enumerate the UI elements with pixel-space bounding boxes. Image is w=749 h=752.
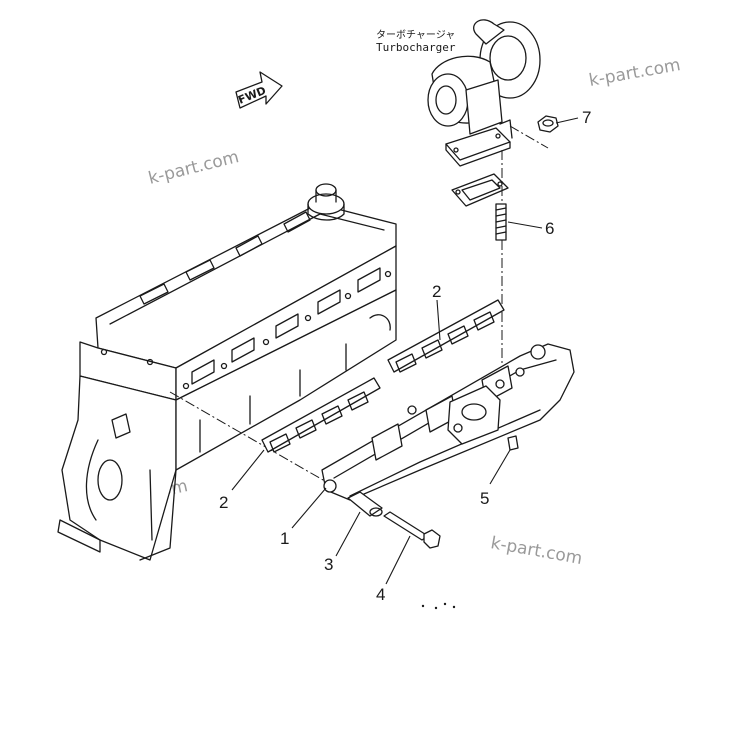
flange-nut: [537, 115, 559, 133]
callout-2-front: 2: [219, 493, 228, 512]
spacer-sleeve: [347, 491, 383, 517]
fwd-arrow-icon: FWD: [235, 71, 283, 109]
small-bolt: [507, 435, 519, 451]
turbo-gasket: [451, 173, 509, 207]
turbocharger-label-jp: ターボチャージャ: [376, 29, 455, 41]
fwd-label: FWD: [236, 84, 268, 107]
callout-5: 5: [480, 489, 489, 508]
exhaust-gasket-rear: [387, 299, 505, 373]
turbocharger: [427, 19, 541, 167]
turbocharger-label-en: Turbocharger: [376, 41, 456, 54]
watermark-top-right: k-part.com: [587, 55, 682, 91]
exhaust-manifold: [321, 343, 575, 501]
callout-3: 3: [324, 555, 333, 574]
callout-4: 4: [376, 585, 385, 604]
callout-6: 6: [545, 219, 554, 238]
stud-bolt: [495, 203, 507, 241]
callout-1: 1: [280, 529, 289, 548]
watermark-left: k-part.com: [146, 147, 241, 189]
callout-2-rear: 2: [432, 282, 441, 301]
exhaust-gasket-front: [261, 377, 381, 453]
engine-block: [57, 183, 397, 561]
watermark-bottom-right: k-part.com: [489, 533, 584, 569]
hex-bolt: [383, 511, 441, 549]
callout-7: 7: [582, 108, 591, 127]
